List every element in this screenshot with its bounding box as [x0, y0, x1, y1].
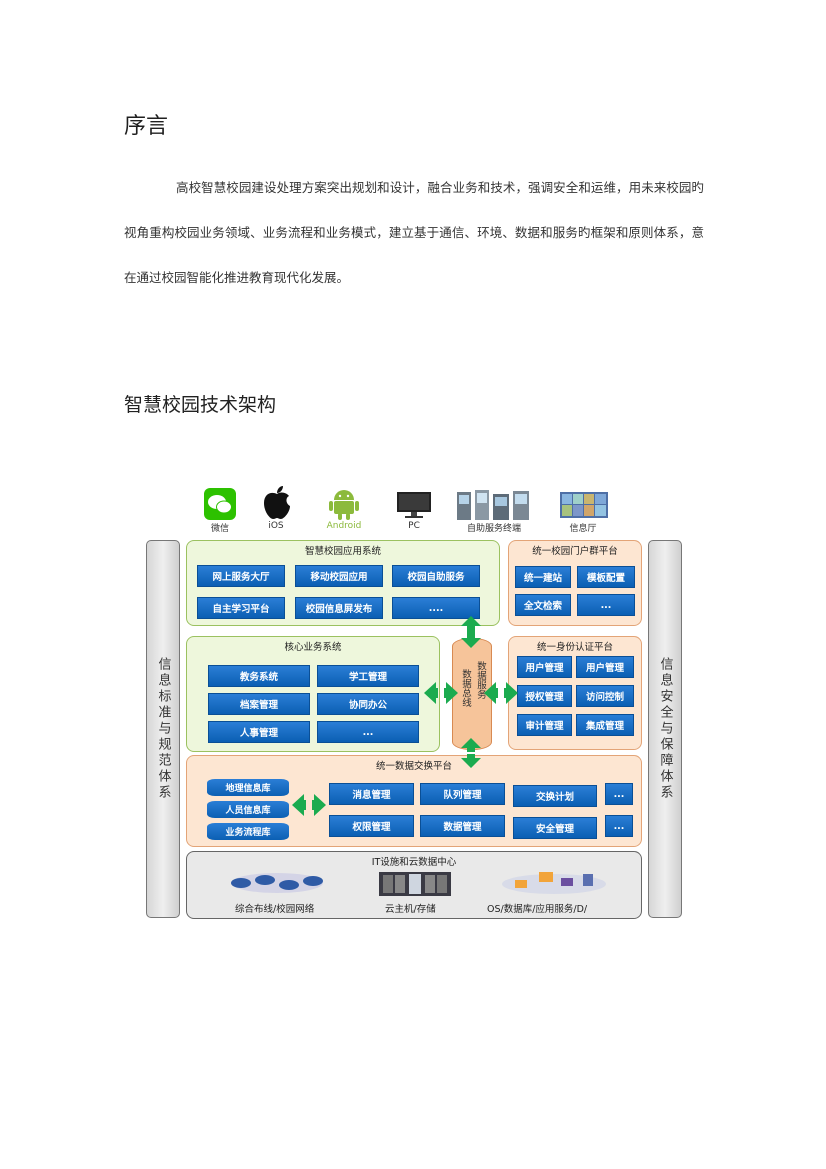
data-service-label: 数据服务 — [475, 661, 486, 699]
identity-item: 访问控制 — [576, 685, 634, 707]
apple-icon — [264, 486, 290, 519]
app-item: 移动校园应用 — [295, 565, 383, 587]
architecture-heading: 智慧校园技术架构 — [124, 394, 277, 416]
exchange-item: 消息管理 — [329, 783, 414, 805]
portal-group: 统一校园门户群平台 统一建站 模板配置 全文检索 ... — [508, 540, 642, 626]
double-arrow-icon — [484, 682, 518, 704]
double-arrow-icon — [292, 794, 326, 816]
right-pillar-label: 信息安全与保障体系 — [657, 657, 673, 801]
exchange-item: 安全管理 — [513, 817, 597, 839]
db-item: 地理信息库 — [207, 779, 289, 796]
identity-item: 授权管理 — [517, 685, 572, 707]
preface-paragraph: 高校智慧校园建设处理方案突出规划和设计，融合业务和技术，强调安全和运维，用未来校… — [124, 180, 704, 285]
core-item: 人事管理 — [208, 721, 310, 743]
db-item: 人员信息库 — [207, 801, 289, 818]
preface-heading: 序言 — [124, 114, 169, 139]
core-item: ... — [317, 721, 419, 743]
portal-item: 统一建站 — [515, 566, 571, 588]
core-item: 档案管理 — [208, 693, 310, 715]
portal-item: 全文检索 — [515, 594, 571, 616]
device-label-wechat: 微信 — [210, 524, 229, 534]
infra-item: 云主机/存储 — [385, 904, 436, 915]
exchange-item: ... — [605, 783, 633, 805]
infra-item: OS/数据库/应用服务/D/ — [487, 904, 588, 915]
identity-title: 统一身份认证平台 — [536, 642, 613, 653]
infra-group: IT设施和云数据中心 综合布线/校园网络 云主机/存储 OS/数据库/应用服务/… — [186, 851, 642, 919]
core-item: 学工管理 — [317, 665, 419, 687]
exchange-item: 交换计划 — [513, 785, 597, 807]
double-arrow-icon — [424, 682, 458, 704]
core-item: 协同办公 — [317, 693, 419, 715]
app-item: 校园信息屏发布 — [295, 597, 383, 619]
exchange-item: ... — [605, 815, 633, 837]
identity-item: 用户管理 — [576, 656, 634, 678]
android-icon — [329, 490, 359, 520]
portal-item: ... — [577, 594, 635, 616]
identity-group: 统一身份认证平台 用户管理 用户管理 授权管理 访问控制 审计管理 集成管理 — [508, 636, 642, 750]
app-item: 自主学习平台 — [197, 597, 285, 619]
core-item: 教务系统 — [208, 665, 310, 687]
app-item: .... — [392, 597, 480, 619]
exchange-item: 数据管理 — [420, 815, 505, 837]
app-system-group: 智慧校园应用系统 网上服务大厅 移动校园应用 校园自助服务 自主学习平台 校园信… — [186, 540, 500, 626]
infra-title: IT设施和云数据中心 — [371, 857, 457, 868]
portal-item: 模板配置 — [577, 566, 635, 588]
exchange-item: 权限管理 — [329, 815, 414, 837]
identity-item: 审计管理 — [517, 714, 572, 736]
identity-item: 集成管理 — [576, 714, 634, 736]
core-title: 核心业务系统 — [284, 642, 342, 653]
exchange-title: 统一数据交换平台 — [375, 761, 452, 772]
device-label-pc: PC — [408, 521, 420, 531]
device-label-info-hall: 信息厅 — [569, 524, 597, 534]
infra-item: 综合布线/校园网络 — [235, 904, 315, 915]
right-pillar: 信息安全与保障体系 — [648, 540, 682, 918]
portal-title: 统一校园门户群平台 — [532, 546, 618, 557]
app-item: 校园自助服务 — [392, 565, 480, 587]
exchange-group: 统一数据交换平台 地理信息库 人员信息库 业务流程库 消息管理 队列管理 交换计… — [186, 755, 642, 847]
identity-item: 用户管理 — [517, 656, 572, 678]
left-pillar: 信息标准与规范体系 — [146, 540, 180, 918]
double-arrow-icon — [461, 616, 481, 648]
db-item: 业务流程库 — [207, 823, 289, 840]
network-icon — [231, 873, 323, 893]
app-system-title: 智慧校园应用系统 — [304, 546, 381, 557]
left-pillar-label: 信息标准与规范体系 — [155, 657, 171, 801]
monitor-icon — [397, 492, 431, 518]
info-hall-icon — [560, 492, 608, 518]
wechat-icon — [204, 488, 236, 520]
app-item: 网上服务大厅 — [197, 565, 285, 587]
device-label-android: Android — [326, 521, 362, 531]
device-label-ios: iOS — [268, 521, 284, 531]
server-room-icon — [379, 872, 451, 896]
kiosk-icon — [457, 490, 529, 520]
double-arrow-icon — [461, 738, 481, 768]
data-bus-label: 数据总线 — [460, 669, 471, 707]
device-label-kiosk: 自助服务终端 — [466, 524, 521, 534]
exchange-item: 队列管理 — [420, 783, 505, 805]
cloud-services-icon — [502, 872, 606, 894]
core-group: 核心业务系统 教务系统 学工管理 档案管理 协同办公 人事管理 ... — [186, 636, 440, 752]
